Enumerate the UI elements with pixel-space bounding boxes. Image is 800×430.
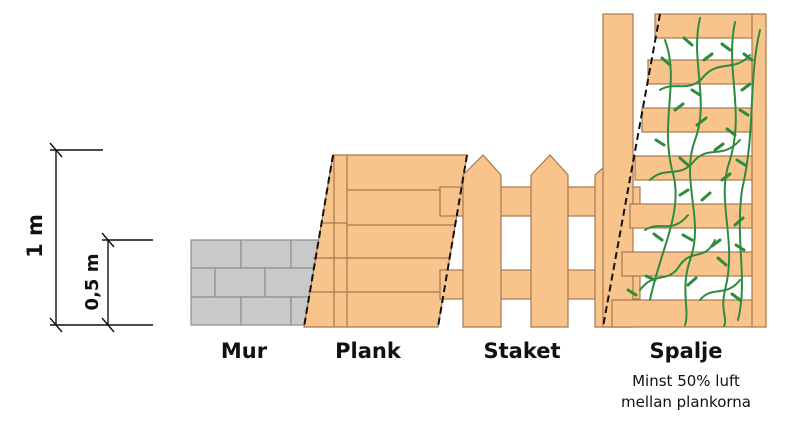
label-mur: Mur (221, 339, 268, 363)
dimension-markers (49, 142, 153, 333)
label-spalje: Spalje (650, 339, 723, 363)
dimension-half-meter-label: 0,5 m (82, 254, 103, 311)
label-plank: Plank (335, 339, 402, 363)
dimension-1m-label: 1 m (23, 214, 47, 258)
picket-slope-line (437, 154, 468, 328)
vine-leaves (626, 36, 754, 302)
stone-wall (190, 239, 320, 326)
trellis-slope-line (602, 13, 661, 328)
climbing-vines (639, 17, 761, 327)
plank-slope-line (303, 154, 334, 328)
label-staket: Staket (483, 339, 560, 363)
spalje-note-line1: Minst 50% luft (632, 372, 740, 390)
spalje-note-line2: mellan plankorna (621, 393, 751, 411)
